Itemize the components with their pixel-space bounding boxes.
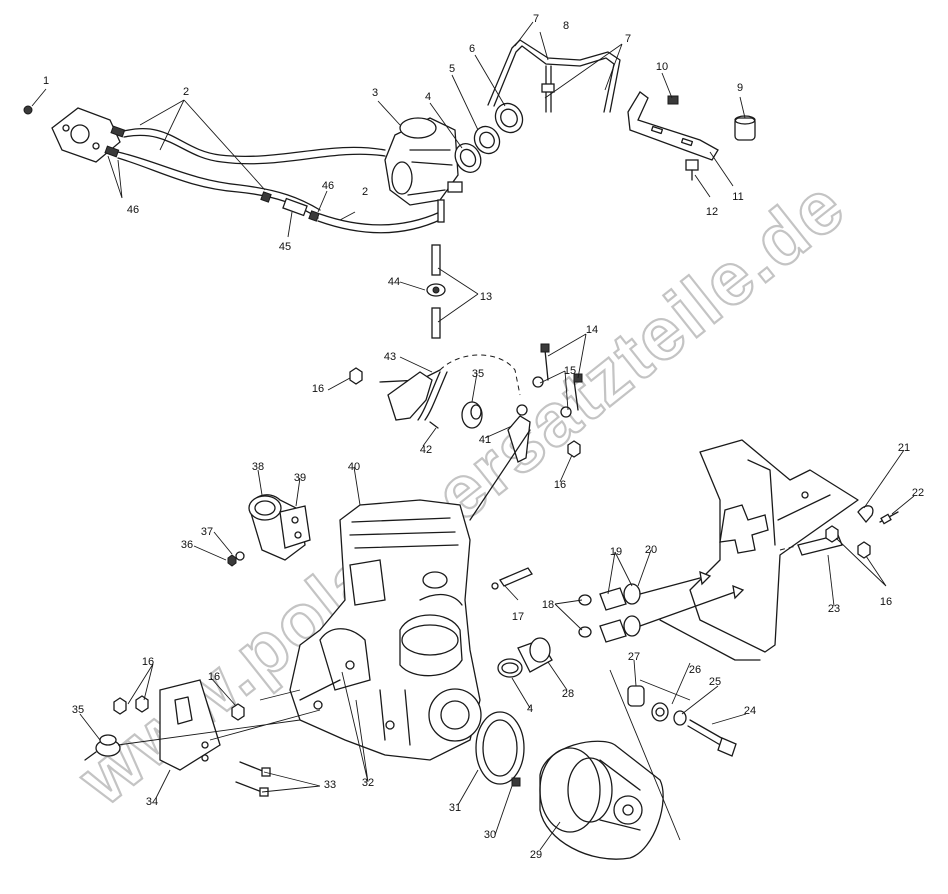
callout-c36: 36 [181, 539, 193, 551]
mount-bolts-33 [235, 761, 271, 797]
callout-c10: 10 [656, 61, 668, 73]
washers-25-26 [651, 702, 687, 726]
drive-clutch-spacer-pin [491, 567, 533, 590]
callout-c18: 18 [542, 599, 554, 611]
callout-c17: 17 [512, 611, 524, 623]
callout-c19: 19 [610, 546, 622, 558]
callout-c34: 34 [146, 796, 158, 808]
callout-c27: 27 [628, 651, 640, 663]
spacer-27 [627, 685, 645, 707]
callout-c16a: 16 [312, 383, 324, 395]
clutch-leaders [609, 669, 691, 841]
leader-lines [31, 21, 915, 851]
callout-c22: 22 [912, 487, 924, 499]
bolt-30 [511, 777, 521, 787]
mount-plate-41 [469, 415, 531, 521]
callout-c28: 28 [562, 688, 574, 700]
coupler-28 [517, 637, 553, 673]
callout-c38: 38 [252, 461, 264, 473]
fuel-pump-assembly [51, 107, 126, 163]
bracket-spacer [734, 115, 756, 141]
callout-c8: 8 [563, 20, 569, 32]
rubber-mounts-18-20 [578, 570, 745, 643]
callout-c40: 40 [348, 461, 360, 473]
carb-mount-studs [426, 244, 446, 339]
callout-c4a: 4 [425, 91, 431, 103]
callout-c2b: 2 [362, 186, 368, 198]
callout-c7a: 7 [533, 13, 539, 25]
drive-clutch [539, 740, 664, 860]
callout-c7b: 7 [625, 33, 631, 45]
intake-boot [454, 102, 524, 173]
nut-16-right [567, 440, 581, 458]
callout-c1: 1 [43, 75, 49, 87]
clutch-cover-31 [475, 711, 525, 785]
callout-c11: 11 [732, 191, 743, 203]
callout-c16c: 16 [880, 596, 892, 608]
callout-c23: 23 [828, 603, 840, 615]
callout-c20: 20 [645, 544, 657, 556]
stud-22 [879, 511, 899, 525]
callout-c2a: 2 [183, 86, 189, 98]
callout-c42: 42 [420, 444, 432, 456]
callout-c26: 26 [689, 664, 701, 676]
callout-c6: 6 [469, 43, 475, 55]
callout-c21: 21 [898, 442, 910, 454]
clamp-4-lower [497, 658, 523, 678]
throttle-cable-bracket [627, 91, 719, 161]
callout-c45: 45 [279, 241, 291, 253]
fuel-screw [23, 105, 33, 115]
callout-c30: 30 [484, 829, 496, 841]
engine-mount-plate [159, 679, 221, 771]
nut-16-upper [349, 367, 363, 385]
mount-nuts-16-left [113, 695, 245, 721]
chassis-frame [659, 439, 859, 661]
carburetor [384, 117, 463, 223]
callout-c31: 31 [449, 802, 461, 814]
callout-c24: 24 [744, 705, 756, 717]
callout-c46b: 46 [127, 204, 139, 216]
clip-21 [857, 505, 874, 524]
callout-c9: 9 [737, 82, 743, 94]
mount-bracket-23 [797, 525, 871, 559]
mount-leaders [117, 689, 321, 746]
callout-c13: 13 [480, 291, 492, 303]
callout-c16e: 16 [208, 671, 220, 683]
callout-c35b: 35 [472, 368, 484, 380]
callout-c46a: 46 [322, 180, 334, 192]
callout-c32: 32 [362, 777, 374, 789]
clutch-bolt-24 [687, 719, 737, 757]
callout-c33: 33 [324, 779, 336, 791]
callout-c44: 44 [388, 276, 400, 288]
callout-c12: 12 [706, 206, 718, 218]
bracket-bolt [667, 95, 679, 105]
fuel-lines [117, 128, 443, 234]
callout-c15: 15 [564, 365, 576, 377]
callout-c43: 43 [384, 351, 396, 363]
callout-c3: 3 [372, 87, 378, 99]
callout-c16b: 16 [554, 479, 566, 491]
callout-c29: 29 [530, 849, 542, 861]
callout-c35a: 35 [72, 704, 84, 716]
callout-c5: 5 [449, 63, 455, 75]
rubber-mount-35-left [84, 734, 121, 761]
fuel-filter [260, 191, 320, 222]
callout-c25: 25 [709, 676, 721, 688]
callout-c4b: 4 [527, 703, 533, 715]
engine-block [289, 499, 482, 761]
callout-c39: 39 [294, 472, 306, 484]
exhaust-manifold [248, 494, 311, 561]
bracket-bolt-lower [685, 159, 699, 181]
callout-c14: 14 [586, 324, 598, 336]
exhaust-hardware [227, 551, 245, 567]
callout-c41: 41 [479, 434, 491, 446]
callout-c37: 37 [201, 526, 213, 538]
callout-c16d: 16 [142, 656, 154, 668]
vent-lines [487, 39, 621, 113]
